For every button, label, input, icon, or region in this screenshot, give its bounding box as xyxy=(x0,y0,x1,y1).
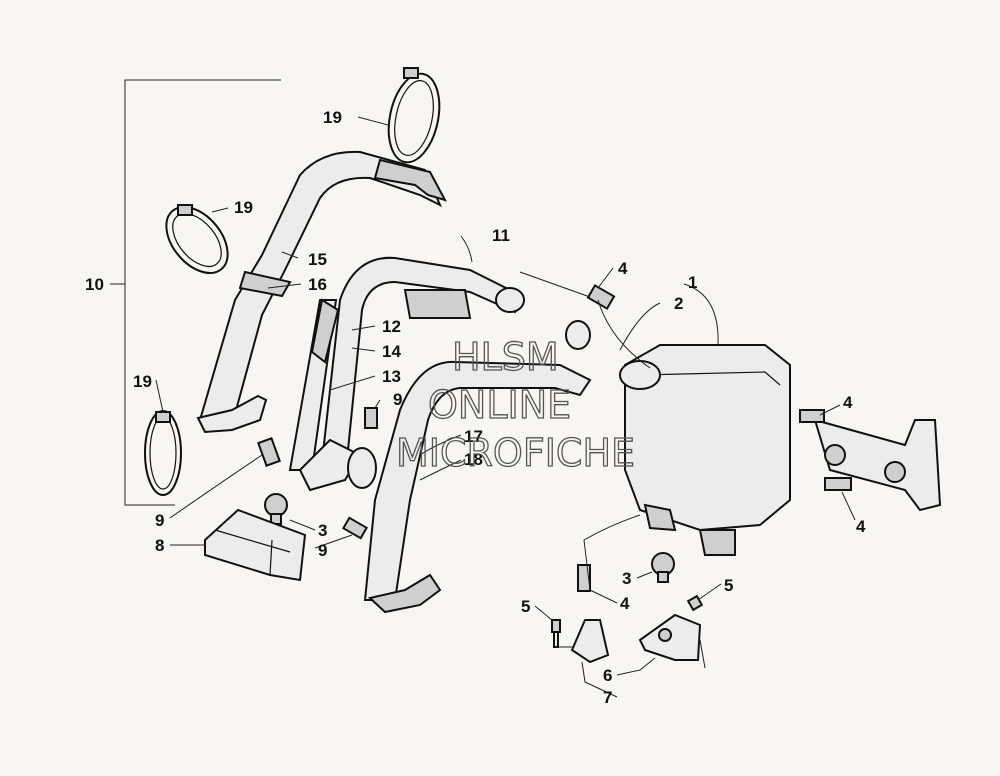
callout-4-bottom: 4 xyxy=(620,594,630,613)
grommet-3-right xyxy=(651,552,675,583)
spring-9-mid xyxy=(364,407,378,429)
bracket-7 xyxy=(570,619,610,664)
callout-19-top: 19 xyxy=(323,108,342,127)
callout-4-top: 4 xyxy=(618,259,628,278)
callout-18: 18 xyxy=(464,450,483,469)
callout-7: 7 xyxy=(603,688,612,707)
callout-15: 15 xyxy=(308,250,327,269)
callout-9-lower: 9 xyxy=(318,541,327,560)
callout-19-left: 19 xyxy=(234,198,253,217)
watermark-line-1: HLSM xyxy=(452,335,559,379)
callout-9-left: 9 xyxy=(155,511,164,530)
bolt-5-left xyxy=(551,619,561,648)
callout-2: 2 xyxy=(674,294,683,313)
callout-4-right-lower: 4 xyxy=(856,517,866,536)
callout-12: 12 xyxy=(382,317,401,336)
callout-1: 1 xyxy=(688,273,697,292)
header-pipe-11 xyxy=(288,256,525,492)
muffler-1 xyxy=(619,344,791,556)
bracket-right xyxy=(813,418,942,512)
callout-14: 14 xyxy=(382,342,401,361)
callout-5-right: 5 xyxy=(724,576,733,595)
clamp-19-left xyxy=(165,204,229,274)
group-bracket-10 xyxy=(110,79,281,506)
callout-17: 17 xyxy=(464,427,483,446)
bracket-6 xyxy=(638,613,702,661)
clamp-19-lower xyxy=(144,410,182,496)
callout-9-mid: 9 xyxy=(393,390,402,409)
callout-4-right-upper: 4 xyxy=(843,393,853,412)
grommet-3-left xyxy=(264,493,288,525)
leader-lines xyxy=(155,116,856,698)
callout-8: 8 xyxy=(155,536,164,555)
spring-4-right-upper xyxy=(799,409,825,423)
pipe-15 xyxy=(196,150,448,434)
callout-13: 13 xyxy=(382,367,401,386)
callout-3-left: 3 xyxy=(318,521,327,540)
spring-4-bottom xyxy=(577,564,591,592)
callout-6: 6 xyxy=(603,666,612,685)
spring-4-right-lower xyxy=(824,477,852,491)
watermark-line-2: ONLINE xyxy=(428,383,571,427)
clamp-19-top xyxy=(387,67,441,164)
callout-5-left: 5 xyxy=(521,597,530,616)
spring-4-top xyxy=(586,284,616,310)
callout-16: 16 xyxy=(308,275,327,294)
spring-9-lower xyxy=(341,516,369,540)
callout-11: 11 xyxy=(492,226,510,245)
spring-9-left xyxy=(257,437,281,467)
watermark-line-3: MICROFICHE xyxy=(396,431,635,475)
callout-19-lower: 19 xyxy=(133,372,152,391)
callout-10: 10 xyxy=(85,275,104,294)
mid-pipe-17 xyxy=(363,320,592,614)
callout-3-right: 3 xyxy=(622,569,631,588)
bracket-8 xyxy=(204,508,307,582)
